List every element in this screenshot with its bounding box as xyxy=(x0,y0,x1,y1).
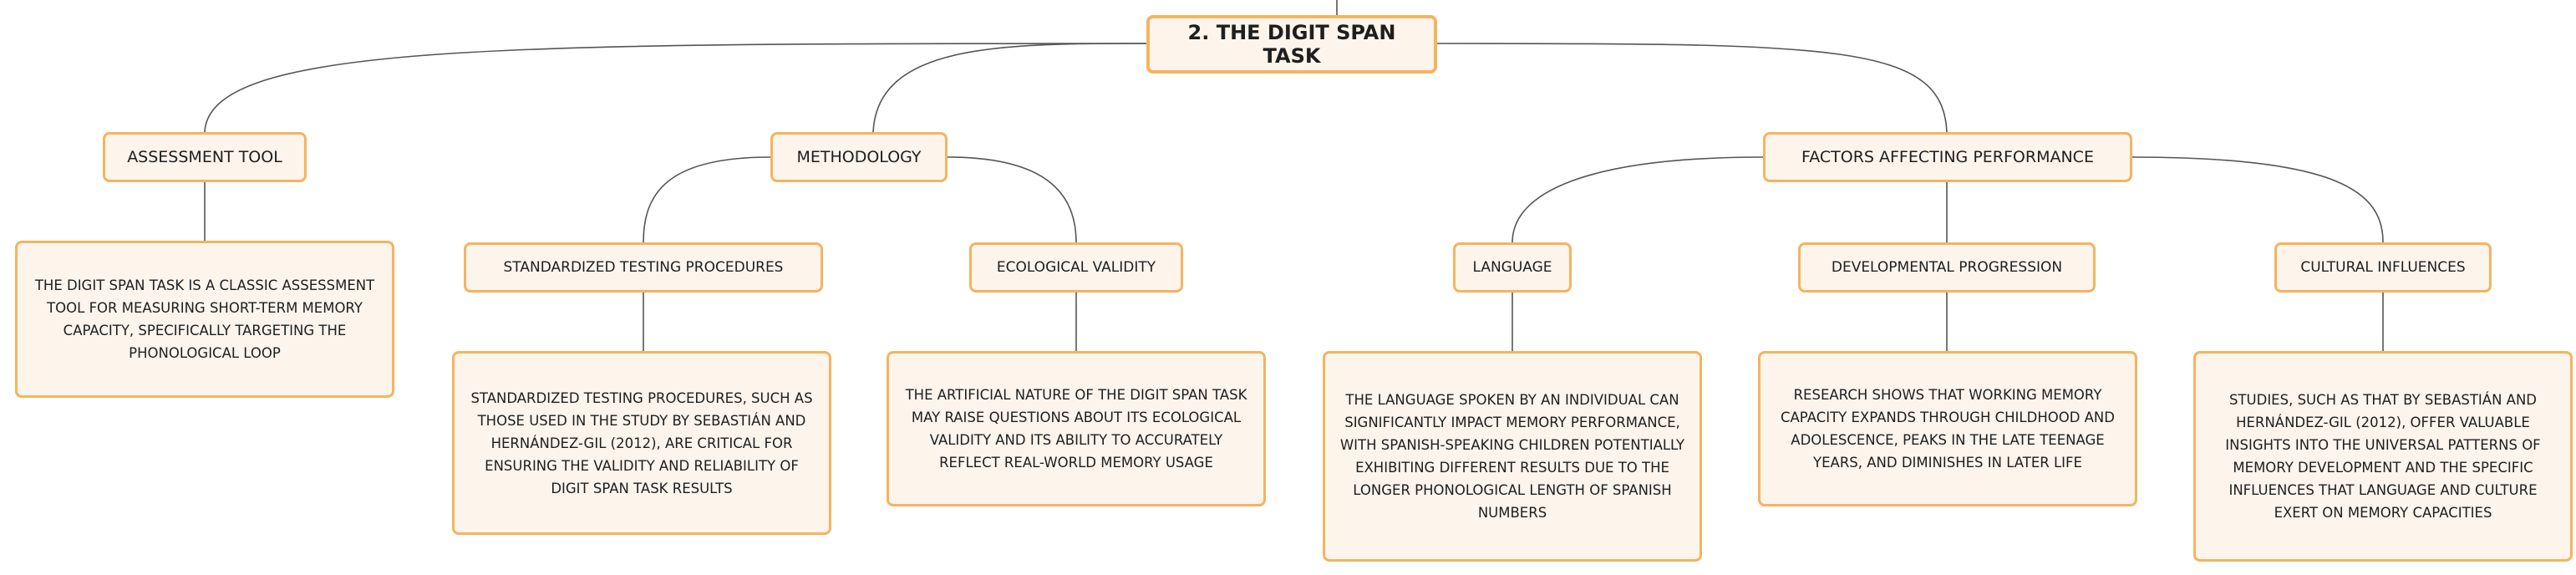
note-developmental-progression[interactable]: RESEARCH SHOWS THAT WORKING MEMORY CAPAC… xyxy=(1758,351,2137,506)
topic-label: FACTORS AFFECTING PERFORMANCE xyxy=(1801,148,2094,166)
subtopic-label: ECOLOGICAL VALIDITY xyxy=(996,259,1156,276)
note-text: THE DIGIT SPAN TASK IS A CLASSIC ASSESSM… xyxy=(34,277,375,361)
topic-methodology[interactable]: METHODOLOGY xyxy=(770,132,948,182)
note-text: STUDIES, SUCH AS THAT BY SEBASTIÁN AND H… xyxy=(2225,392,2541,521)
subtopic-label: CULTURAL INFLUENCES xyxy=(2300,259,2466,276)
connector-methodology-ecological xyxy=(947,156,1077,243)
note-ecological-validity[interactable]: THE ARTIFICIAL NATURE OF THE DIGIT SPAN … xyxy=(887,351,1266,506)
subtopic-label: STANDARDIZED TESTING PROCEDURES xyxy=(503,259,784,276)
connector-methodology-standardized xyxy=(643,156,771,243)
connector-factors-language xyxy=(1512,156,1764,243)
subtopic-language[interactable]: LANGUAGE xyxy=(1453,242,1572,293)
note-text: THE LANGUAGE SPOKEN BY AN INDIVIDUAL CAN… xyxy=(1339,392,1685,521)
note-text: STANDARDIZED TESTING PROCEDURES, SUCH AS… xyxy=(470,389,813,496)
subtopic-standardized-testing-procedures[interactable]: STANDARDIZED TESTING PROCEDURES xyxy=(464,242,823,293)
subtopic-developmental-progression[interactable]: DEVELOPMENTAL PROGRESSION xyxy=(1798,242,2096,293)
topic-factors-affecting-performance[interactable]: FACTORS AFFECTING PERFORMANCE xyxy=(1763,132,2132,182)
root-node[interactable]: 2. THE DIGIT SPAN TASK xyxy=(1146,15,1437,74)
topic-assessment-tool[interactable]: ASSESSMENT TOOL xyxy=(103,132,307,182)
subtopic-label: LANGUAGE xyxy=(1472,259,1552,276)
connector-root-assessment xyxy=(204,43,1147,133)
note-standardized-testing-procedures[interactable]: STANDARDIZED TESTING PROCEDURES, SUCH AS… xyxy=(452,351,831,535)
topic-label: METHODOLOGY xyxy=(796,148,922,166)
connector-root-factors xyxy=(1436,43,1948,133)
root-label: 2. THE DIGIT SPAN TASK xyxy=(1187,21,1396,68)
note-assessment-tool[interactable]: THE DIGIT SPAN TASK IS A CLASSIC ASSESSM… xyxy=(15,241,394,398)
connector-root-methodology xyxy=(872,43,1147,133)
topic-label: ASSESSMENT TOOL xyxy=(127,148,282,166)
note-cultural-influences[interactable]: STUDIES, SUCH AS THAT BY SEBASTIÁN AND H… xyxy=(2193,351,2573,562)
subtopic-ecological-validity[interactable]: ECOLOGICAL VALIDITY xyxy=(969,242,1183,293)
note-text: RESEARCH SHOWS THAT WORKING MEMORY CAPAC… xyxy=(1781,387,2115,471)
subtopic-label: DEVELOPMENTAL PROGRESSION xyxy=(1831,259,2063,276)
connector-factors-cultural xyxy=(2131,156,2384,243)
note-language[interactable]: THE LANGUAGE SPOKEN BY AN INDIVIDUAL CAN… xyxy=(1323,351,1702,562)
note-text: THE ARTIFICIAL NATURE OF THE DIGIT SPAN … xyxy=(905,387,1247,471)
subtopic-cultural-influences[interactable]: CULTURAL INFLUENCES xyxy=(2274,242,2492,293)
